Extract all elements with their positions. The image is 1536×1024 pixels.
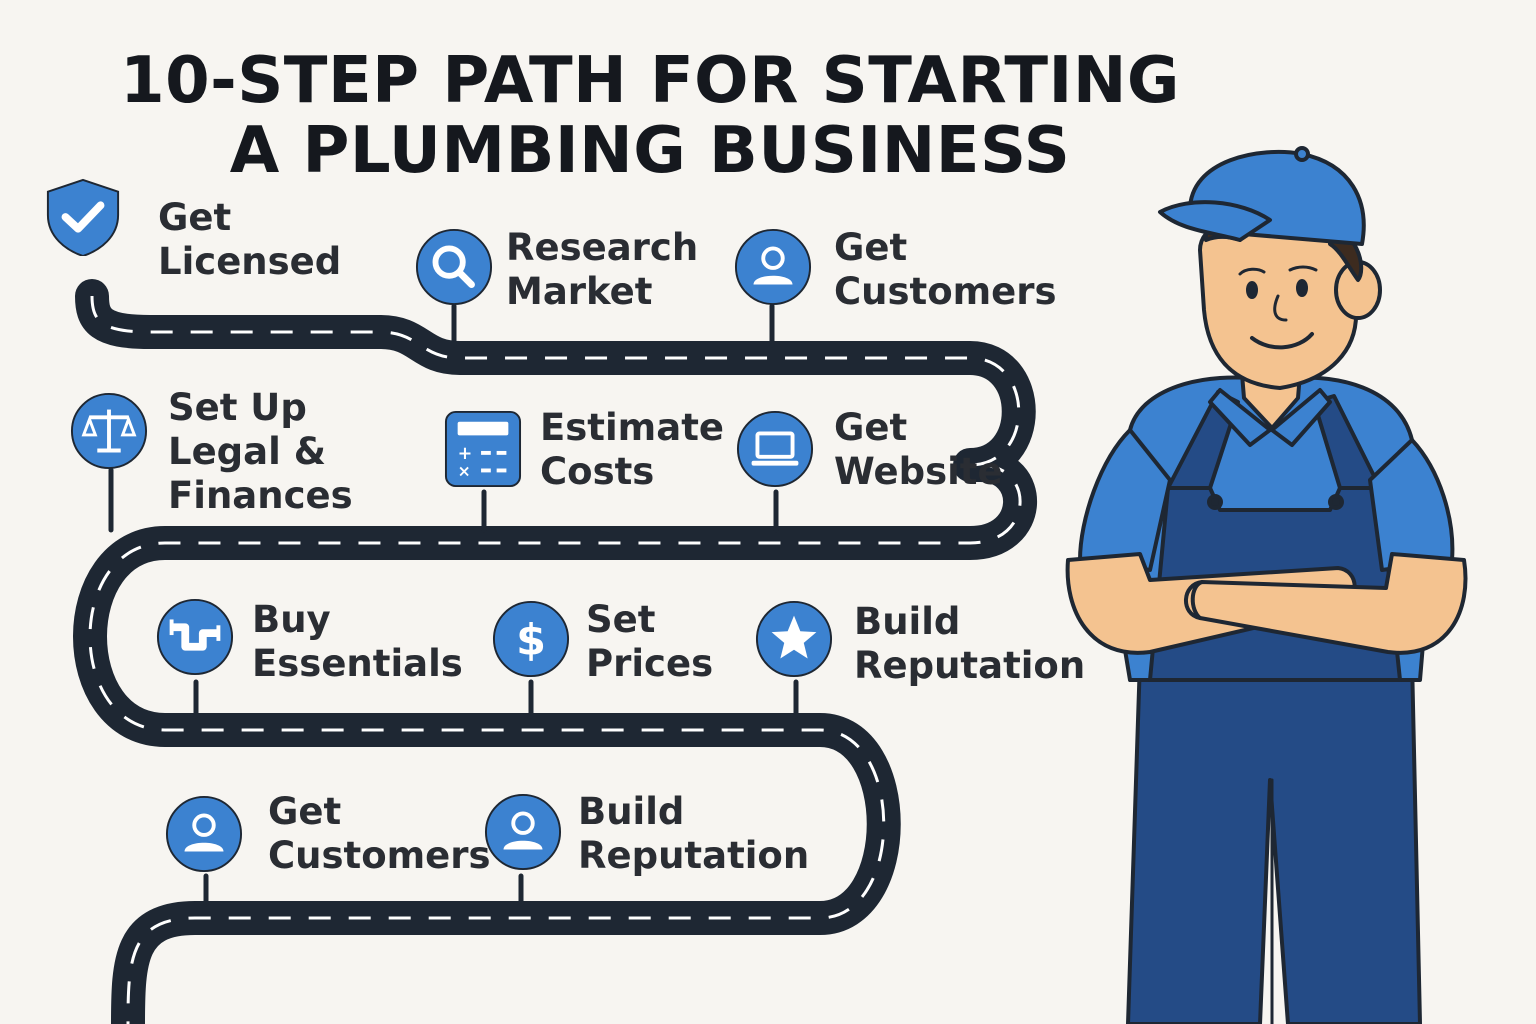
title-line-1: 10-STEP PATH FOR STARTING [120,44,1180,118]
step-label-legal-finances: Set Up Legal & Finances [168,386,353,517]
step-label-get-licensed: Get Licensed [158,196,342,283]
calculator-icon: + × [444,410,522,488]
step-label-get-customers: Get Customers [834,226,1057,313]
pipe-icon [156,598,234,676]
magnifier-icon [415,228,493,306]
person-icon [734,228,812,306]
step-label-set-prices: Set Prices [586,598,714,685]
page-title: 10-STEP PATH FOR STARTING A PLUMBING BUS… [60,46,1240,186]
svg-text:×: × [458,462,471,480]
title-line-2: A PLUMBING BUSINESS [229,114,1071,188]
step-label-buy-essentials: Buy Essentials [252,598,463,685]
person-icon [484,793,562,871]
laptop-icon [736,410,814,488]
star-icon [755,600,833,678]
dollar-icon: $ [492,600,570,678]
plumber-illustration [1065,146,1468,1024]
step-label-estimate-costs: Estimate Costs [540,406,724,493]
scales-icon [70,392,148,470]
step-label-build-reputation: Build Reputation [854,600,1086,687]
road-center-line [88,295,1022,1024]
step-label-build-reputation-2: Build Reputation [578,790,810,877]
step-label-get-customers-2: Get Customers [268,790,491,877]
svg-text:$: $ [516,616,546,666]
person-icon [165,795,243,873]
shield-check-icon [46,178,120,256]
step-label-research-market: Research Market [506,226,699,313]
svg-text:+: + [458,444,473,464]
step-label-get-website: Get Website [834,406,1003,493]
